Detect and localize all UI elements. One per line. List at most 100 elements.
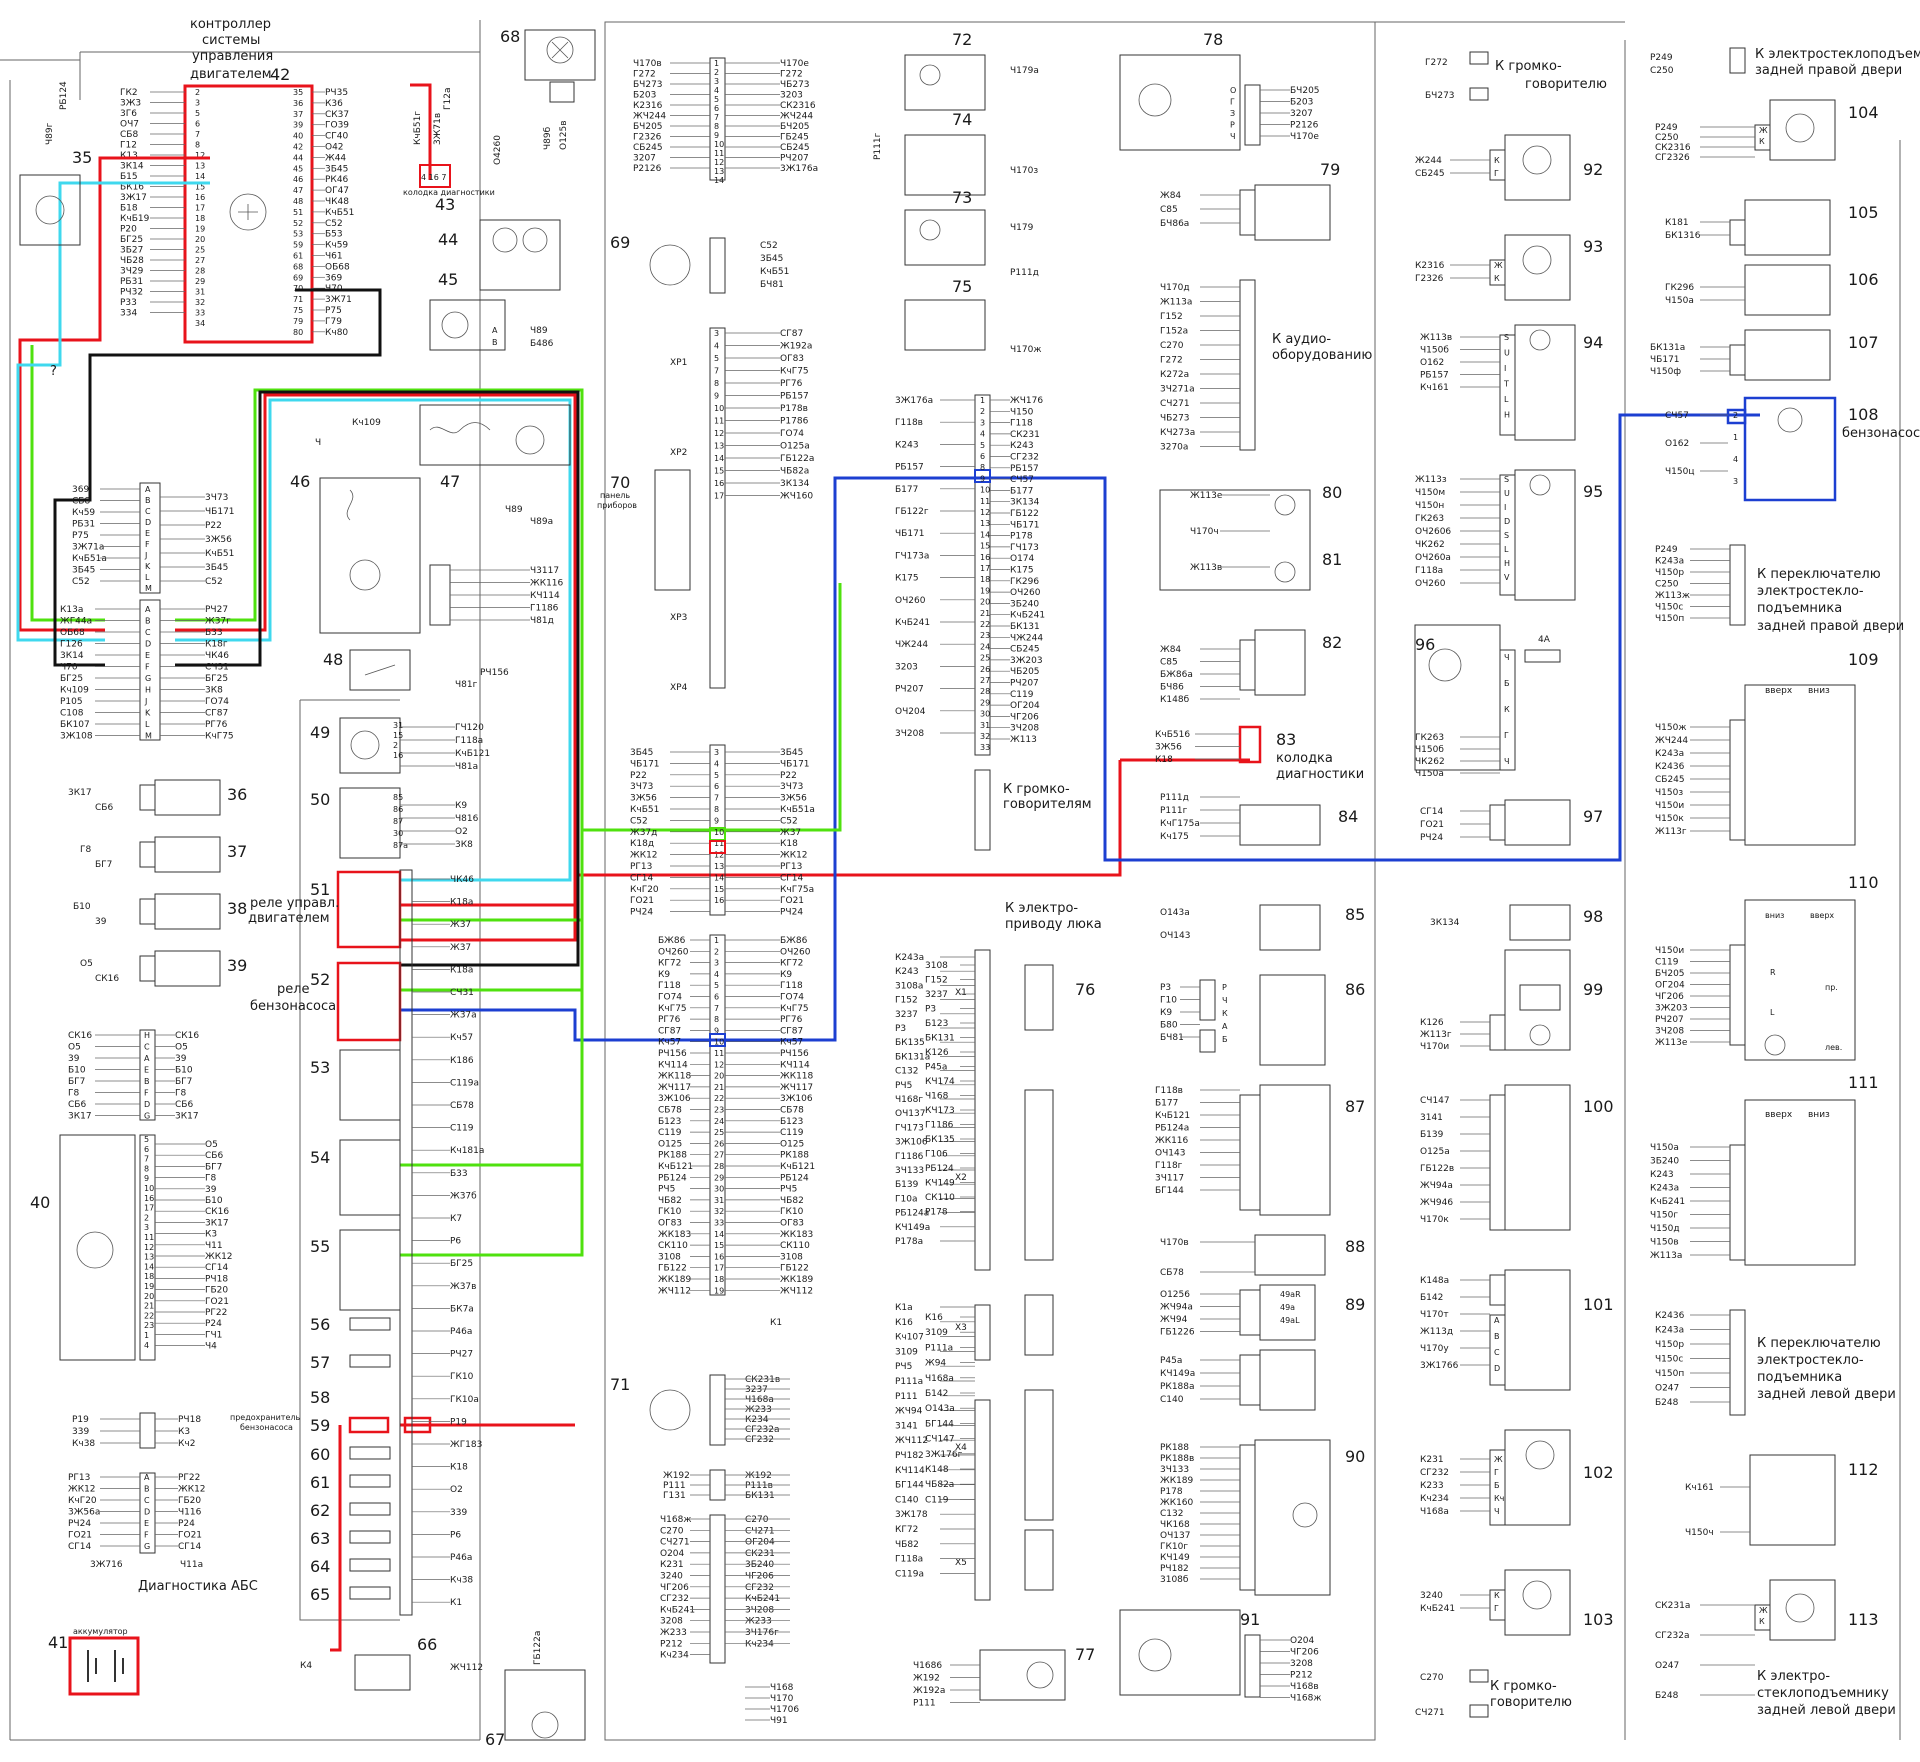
wire-label: СЧ57 <box>1665 411 1689 421</box>
wire-label: К1а <box>895 1303 913 1313</box>
wire-label: С119 <box>780 1128 804 1138</box>
wire-label: О2 <box>455 827 468 837</box>
wire-label: ЖЧ160 <box>780 492 813 502</box>
wire-label: Г118г <box>1155 1161 1183 1171</box>
controller-title-line4: двигателем <box>190 67 272 82</box>
wire-label: СГ40 <box>325 132 348 142</box>
wire-label: ЖЧ244 <box>1655 736 1688 746</box>
wire-label: Г118а <box>455 736 483 746</box>
wire-label: БЧ86а <box>1160 219 1189 229</box>
wire-label: Р111 <box>895 1392 918 1402</box>
wire-label: Кч57 <box>450 1033 473 1043</box>
wire-label: К175 <box>895 574 919 584</box>
abs-label: Диагностика АБС <box>138 1579 258 1594</box>
wire-label: О42 <box>325 143 344 153</box>
svg-text:49: 49 <box>310 723 330 742</box>
svg-text:В: В <box>492 338 498 347</box>
wire-label: БК107 <box>60 720 90 730</box>
svg-text:101: 101 <box>1583 1295 1614 1314</box>
wire-label: Ч4 <box>205 1342 217 1352</box>
svg-text:СЧ271: СЧ271 <box>1415 1708 1445 1718</box>
wire-label: Р75 <box>72 531 89 541</box>
wire-label: СГ14 <box>780 873 803 883</box>
wire-label: 3Б240 <box>745 1560 774 1570</box>
pin-number: 16 <box>393 751 403 760</box>
pin-number: 9 <box>714 816 719 825</box>
wire-label: Ч150з <box>1655 788 1683 798</box>
pin-number: 46 <box>293 175 303 184</box>
pin-number: 87а <box>393 841 408 850</box>
svg-text:вниз: вниз <box>1765 911 1784 920</box>
wire-label: Ч150п <box>1655 614 1684 624</box>
wire-label: Ж192 <box>663 1471 690 1481</box>
p70-connector: 3Ж176аГ118вК243РБ157Б177ГБ122гЧБ171ГЧ173… <box>895 394 1092 851</box>
wire-label: 39 <box>68 1054 80 1064</box>
wire-label: Ж233 <box>660 1628 687 1638</box>
pin-number: 16 <box>714 479 724 488</box>
wire-label: 3109 <box>925 1328 948 1338</box>
pin-letter: H <box>1504 559 1510 568</box>
pin-letter: G <box>145 674 151 683</box>
pin-label: 49аR <box>1280 1290 1301 1299</box>
pin-number: 6 <box>714 993 719 1002</box>
wire-label: КчБ19 <box>120 214 150 224</box>
wire-label: ОЧ260 <box>895 596 926 606</box>
pin-letter: Ч <box>1504 757 1509 766</box>
wire-label: 3Б240 <box>1650 1157 1679 1167</box>
wire-label: ГБ1226 <box>1160 1328 1195 1338</box>
svg-text:?: ? <box>50 364 57 379</box>
pin-number: 17 <box>714 1264 724 1273</box>
wire-label: С119 <box>925 1495 949 1505</box>
wire-label: Ж37 <box>780 828 801 838</box>
wire-label: К243а <box>1655 1326 1684 1336</box>
wire-label: О5 <box>68 1043 81 1053</box>
pin-letter: M <box>145 732 152 741</box>
pin-number: 3 <box>195 99 200 108</box>
svg-text:74: 74 <box>952 110 972 129</box>
wire-label: ГО21 <box>1420 820 1444 830</box>
wire-label: Ч168ж <box>660 1515 691 1525</box>
pin-number: 19 <box>714 1286 724 1295</box>
wire-label: С119 <box>1655 958 1679 968</box>
wire-label: БЧ81 <box>1160 1033 1184 1043</box>
pin-number: 22 <box>144 1311 154 1320</box>
wire-label: ЖЧ176 <box>1010 396 1043 406</box>
wire-label: ЧБ273 <box>1160 414 1190 424</box>
wire-label: ЧБ82 <box>780 1196 804 1206</box>
pin-letter: E <box>145 529 150 538</box>
svg-text:БГ7: БГ7 <box>95 860 112 870</box>
wire-label: РЧ27 <box>205 605 228 615</box>
wire-label: КЧ174 <box>925 1077 955 1087</box>
wire-label: 3Ж203 <box>1655 1004 1688 1014</box>
pin-letter: V <box>1504 573 1510 582</box>
pin-number: 36 <box>293 99 303 108</box>
wire-label: СК37 <box>325 110 349 120</box>
wire-label: С85 <box>1160 205 1178 215</box>
pin-letter: D <box>1494 1364 1500 1373</box>
pin-number: 26 <box>980 665 990 674</box>
pin-letter: А <box>144 1054 150 1063</box>
wire-label: 3Ч73 <box>780 782 803 792</box>
svg-text:вверх: вверх <box>1810 911 1834 920</box>
svg-text:К переключателю: К переключателю <box>1757 1336 1881 1351</box>
wire-label: 3Ж1766 <box>1420 1361 1459 1371</box>
pin-letter: Н <box>144 1031 150 1040</box>
svg-text:94: 94 <box>1583 333 1603 352</box>
wire-label: К3 <box>178 1427 190 1437</box>
wire-label: 3108б <box>1160 1575 1189 1585</box>
wire-label: КчБ241 <box>1420 1604 1455 1614</box>
wire-label: КЧ173 <box>925 1106 955 1116</box>
wire-label: РК188 <box>1160 1443 1189 1453</box>
wire-label: К13а <box>60 605 83 615</box>
wire-label: БК7а <box>450 1304 474 1314</box>
svg-text:С250: С250 <box>1650 66 1674 76</box>
wire-label: С132 <box>895 1067 918 1077</box>
svg-text:103: 103 <box>1583 1610 1614 1629</box>
wire-label: КчГ20 <box>68 1496 97 1506</box>
wire-label: СГ87 <box>780 1026 803 1036</box>
wire-label: С52 <box>205 577 223 587</box>
wire-label: ЧГ206 <box>1010 712 1039 722</box>
pin-number: 12 <box>714 1060 724 1069</box>
wire-label: Ч170ч <box>1190 527 1219 537</box>
